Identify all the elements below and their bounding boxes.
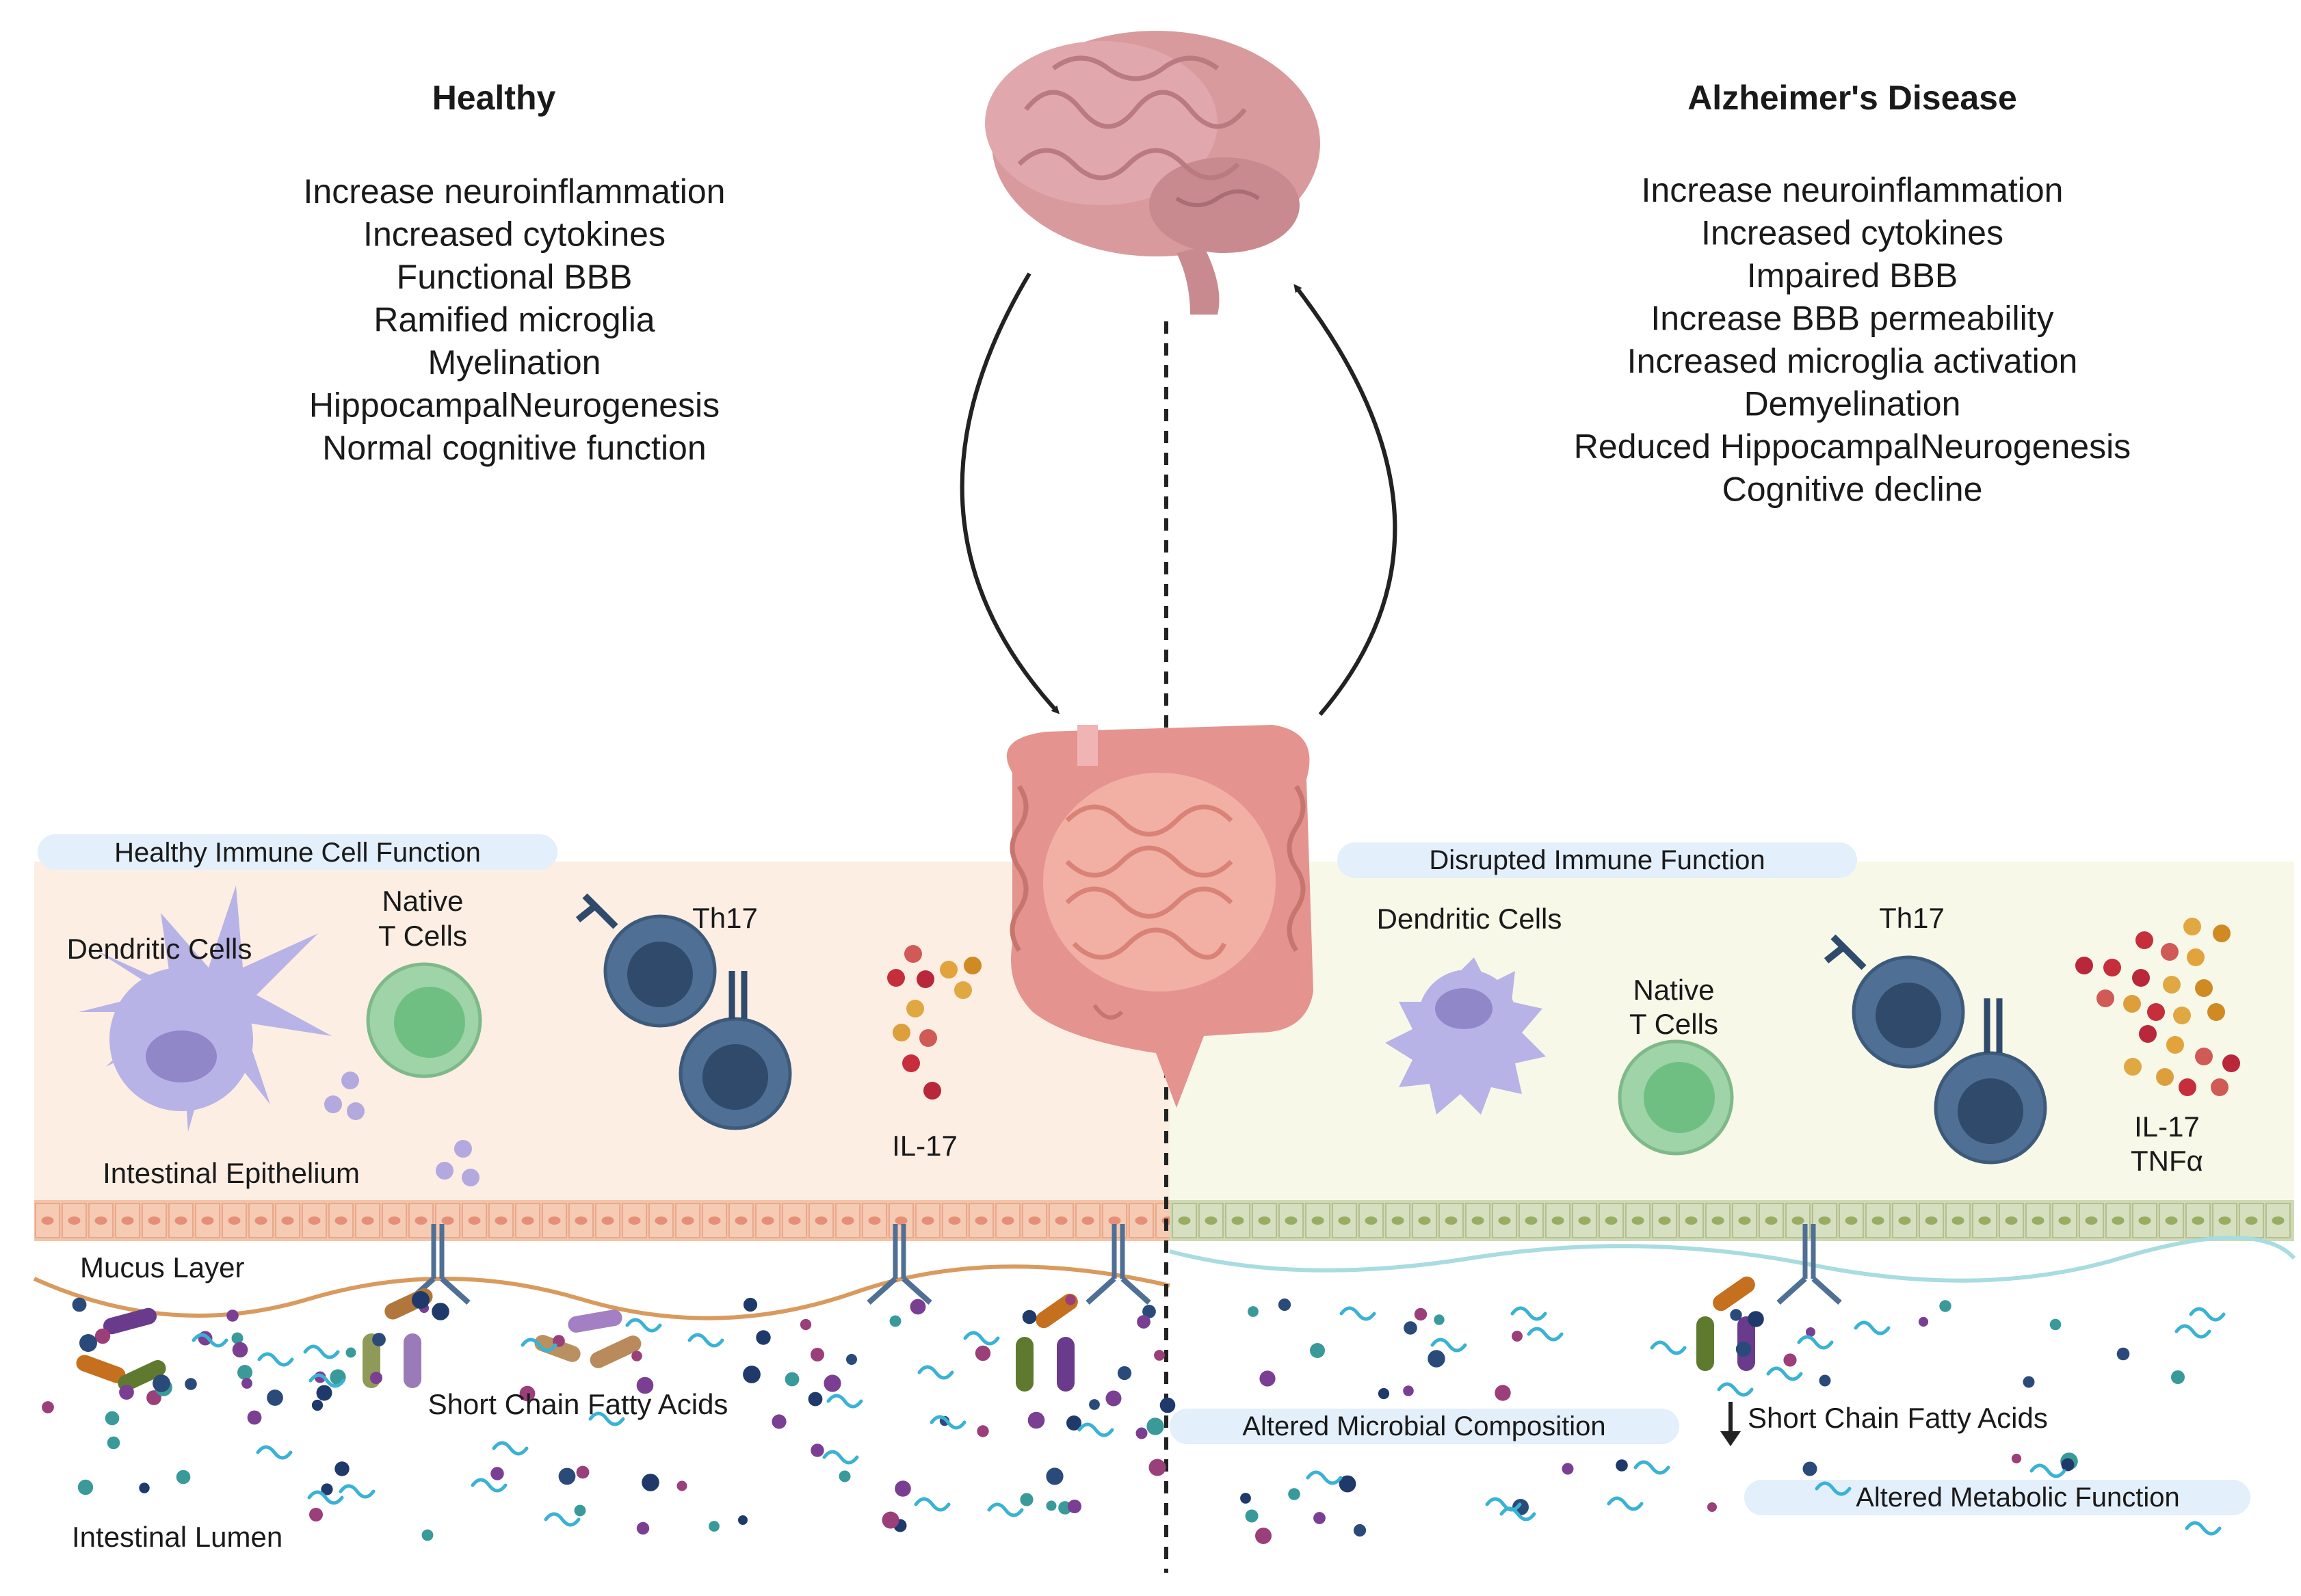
ad-effect-item: Increase neuroinflammation xyxy=(1642,171,2064,209)
healthy-il17-label: IL-17 xyxy=(892,1130,958,1162)
ad-effect-item: Impaired BBB xyxy=(1747,256,1958,295)
healthy-effect-item: Functional BBB xyxy=(397,258,633,296)
ad-th17-label: Th17 xyxy=(1879,902,1945,934)
brain-to-gut-arrow xyxy=(960,272,1060,715)
ad-effect-item: Demyelination xyxy=(1744,385,1961,423)
healthy-panel-label: Healthy Immune Cell Function xyxy=(38,834,557,870)
healthy-th17-cell-1 xyxy=(575,893,717,1028)
ad-effect-item: Increased cytokines xyxy=(1701,214,2003,252)
lumen-particles xyxy=(42,1291,2226,1544)
healthy-il17-particles xyxy=(887,945,982,1100)
healthy-effect-item: Increase neuroinflammation xyxy=(304,172,726,211)
healthy-dendritic-label: Dendritic Cells xyxy=(67,933,252,965)
healthy-mucus-line xyxy=(33,1264,1170,1320)
healthy-effect-item: HippocampalNeurogenesis xyxy=(309,386,720,425)
healthy-title: Healthy xyxy=(432,79,556,117)
ad-effect-item: Cognitive decline xyxy=(1722,470,1983,509)
healthy-epithelium-label: Intestinal Epithelium xyxy=(103,1157,360,1189)
healthy-epithelium-strip xyxy=(34,1200,1181,1241)
ad-scfa-label: Short Chain Fatty Acids xyxy=(1748,1402,2048,1434)
ad-native-t-cell xyxy=(1618,1039,1734,1156)
ad-native-label-2: T Cells xyxy=(1629,1008,1718,1040)
svg-text:Altered Metabolic Function: Altered Metabolic Function xyxy=(1856,1482,2180,1513)
microbial-composition-label: Altered Microbial Composition xyxy=(1170,1409,1679,1444)
ad-il17-label: IL-17 xyxy=(2134,1110,2200,1143)
healthy-th17-label: Th17 xyxy=(692,902,758,934)
ad-epithelium-strip xyxy=(1170,1200,2294,1241)
ad-title: Alzheimer's Disease xyxy=(1687,79,2017,117)
healthy-dendritic-cell xyxy=(79,886,332,1132)
ad-mucus-line xyxy=(1169,1236,2296,1283)
healthy-native-t-cell xyxy=(366,962,482,1078)
ad-effect-item: Increase BBB permeability xyxy=(1651,300,2053,338)
gut-to-brain-arrow xyxy=(1293,284,1397,716)
ad-th17-cell-1 xyxy=(1824,934,1965,1069)
healthy-mucus-label: Mucus Layer xyxy=(80,1251,244,1284)
gut-illustration xyxy=(1006,725,1313,1108)
svg-text:Disrupted Immune Function: Disrupted Immune Function xyxy=(1429,845,1765,875)
ad-effect-item: Increased microglia activation xyxy=(1627,342,2078,380)
svg-text:Healthy Immune Cell Function: Healthy Immune Cell Function xyxy=(114,838,481,868)
ad-native-label-1: Native xyxy=(1633,974,1714,1006)
healthy-th17-cell-2 xyxy=(679,971,792,1130)
ad-th17-cell-2 xyxy=(1934,998,2047,1165)
ad-cytokine-particles xyxy=(2075,918,2240,1096)
healthy-scfa-label: Short Chain Fatty Acids xyxy=(428,1388,728,1420)
ad-panel-label: Disrupted Immune Function xyxy=(1337,842,1857,878)
ad-tnfa-label: TNFα xyxy=(2131,1145,2203,1177)
ad-effect-item: Reduced HippocampalNeurogenesis xyxy=(1574,427,2131,466)
healthy-purple-particles xyxy=(324,1072,479,1186)
brain-illustration xyxy=(985,31,1320,315)
antibody-receptors xyxy=(405,1224,1842,1305)
svg-text:Altered Microbial Composition: Altered Microbial Composition xyxy=(1242,1411,1605,1441)
healthy-native-label-2: T Cells xyxy=(378,920,467,952)
healthy-effect-item: Myelination xyxy=(428,343,601,382)
healthy-native-label-1: Native xyxy=(382,885,463,917)
reduced-scfa-indicator xyxy=(1720,1402,1741,1446)
healthy-effect-item: Normal cognitive function xyxy=(322,429,706,467)
healthy-effect-item: Ramified microglia xyxy=(373,301,655,339)
ad-dendritic-cell xyxy=(1385,957,1546,1115)
ad-panel-background xyxy=(1170,862,2294,1203)
ad-dendritic-label: Dendritic Cells xyxy=(1377,903,1562,935)
healthy-lumen-label: Intestinal Lumen xyxy=(72,1521,282,1553)
metabolic-function-label: Altered Metabolic Function xyxy=(1744,1480,2250,1515)
healthy-effect-item: Increased cytokines xyxy=(363,215,666,254)
